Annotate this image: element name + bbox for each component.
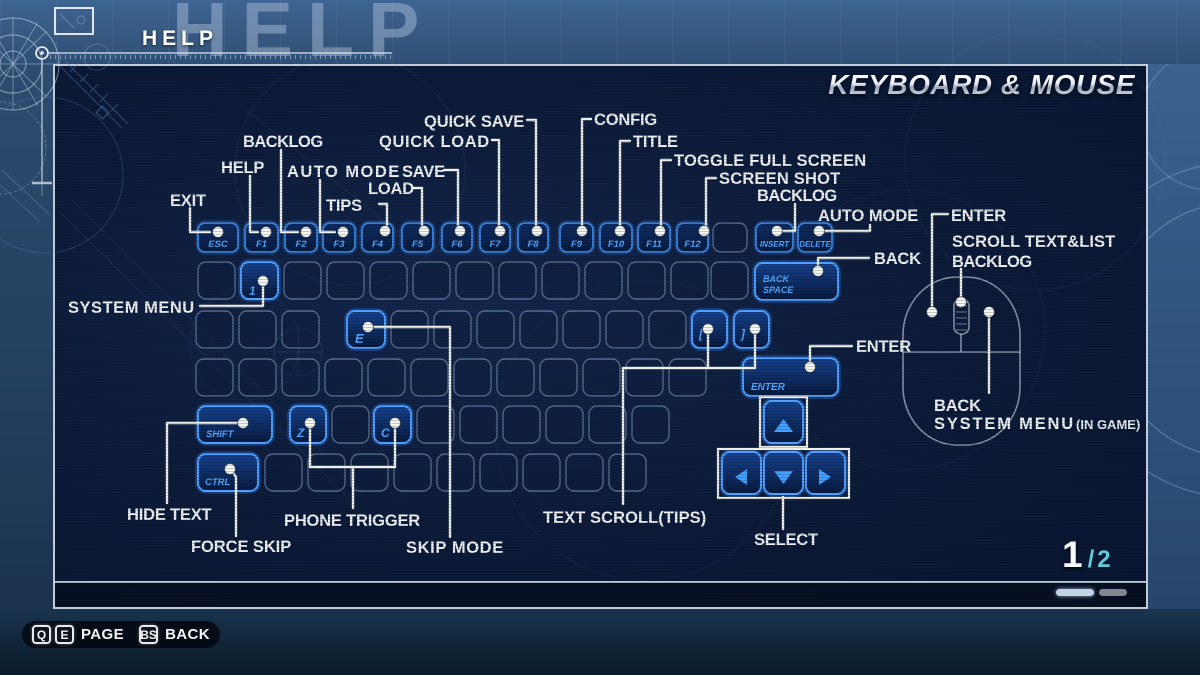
page-title: HELP bbox=[142, 27, 219, 50]
left-blueprint-strip bbox=[0, 64, 53, 609]
bottom-control-bar: Q E PAGE BS BACK bbox=[22, 621, 220, 648]
back-key-bs-badge[interactable]: BS bbox=[139, 625, 159, 644]
help-panel bbox=[53, 64, 1148, 609]
page-key-q-badge[interactable]: Q bbox=[32, 625, 51, 644]
page-indicator: 1 / 2 bbox=[1062, 534, 1111, 576]
page-dot-1[interactable] bbox=[1056, 589, 1094, 596]
page-hint-label: PAGE bbox=[81, 626, 124, 643]
page-slash: / bbox=[1087, 546, 1095, 573]
right-blueprint-strip bbox=[1148, 64, 1200, 609]
page-total: 2 bbox=[1097, 546, 1111, 573]
section-title: KEYBOARD & MOUSE bbox=[828, 69, 1135, 100]
page-key-e-badge[interactable]: E bbox=[55, 625, 74, 644]
back-hint-label: BACK bbox=[165, 626, 210, 643]
page-dot-2[interactable] bbox=[1099, 589, 1127, 596]
page-current: 1 bbox=[1062, 534, 1083, 575]
panel-footer bbox=[55, 581, 1146, 607]
